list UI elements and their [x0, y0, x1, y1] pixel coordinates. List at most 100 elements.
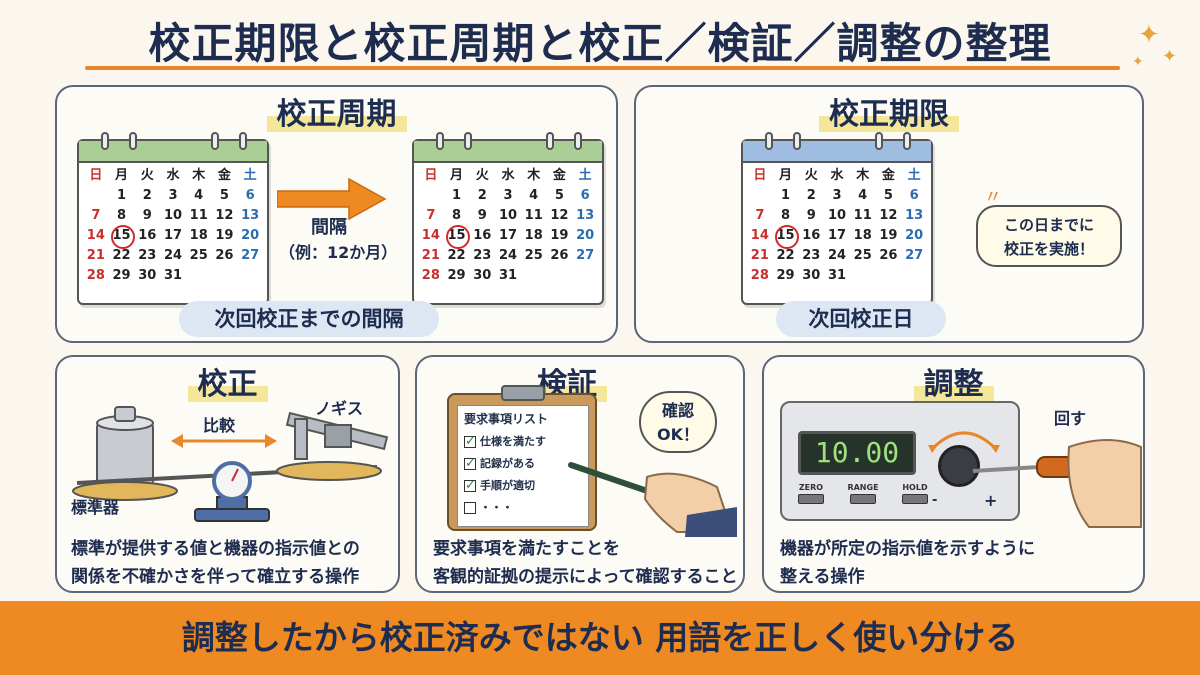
weekday-label: 月	[779, 168, 793, 183]
adjustment-title: 調整	[913, 367, 994, 402]
instrument-button-cap	[849, 494, 876, 504]
calendar-day: 7	[755, 208, 765, 223]
calendar-day: 16	[138, 228, 157, 243]
instrument-button-hold[interactable]: HOLD	[901, 483, 928, 504]
turn-label: 回す	[1054, 409, 1087, 428]
weekday-label: 水	[501, 168, 515, 183]
weekday-label: 火	[804, 168, 818, 183]
calendar-day: 25	[189, 248, 208, 263]
calendar-day: 28	[750, 268, 769, 283]
calendar-day: 10	[827, 208, 847, 223]
deadline-bubble-line1: この日までに	[1003, 216, 1094, 234]
footer-banner: 調整したから校正済みではない 用語を正しく使い分ける	[0, 601, 1200, 675]
calendar-day: 31	[498, 268, 518, 283]
instrument-button-zero[interactable]: ZERO	[798, 483, 824, 504]
instrument-button-label: HOLD	[902, 483, 928, 492]
exclaim-icon: 〃	[984, 187, 1002, 208]
calendar-day: 23	[802, 248, 821, 263]
page-title: 校正期限と校正周期と校正／検証／調整の整理	[148, 19, 1052, 68]
calendar-day: 29	[776, 268, 795, 283]
screwdriver-hand-icon	[972, 439, 1142, 528]
sparkle-icon: ✦	[1162, 46, 1178, 67]
weekday-label: 金	[881, 168, 895, 183]
calendar-day: 16	[473, 228, 492, 243]
calendar-day	[212, 266, 238, 286]
checkbox-checked-icon: ✓	[464, 478, 476, 493]
calendar-day: 1	[452, 188, 462, 203]
knob[interactable]	[938, 445, 980, 487]
calendar-day: 3	[168, 188, 178, 203]
instrument-button-cap	[901, 494, 928, 504]
calendar-day: 2	[806, 188, 816, 203]
instrument-buttons: ZERO RANGE HOLD	[798, 483, 928, 504]
verification-desc: 要求事項を満たすことを 客観的証拠の提示によって確認すること	[433, 539, 738, 587]
interval-label: 間隔	[311, 217, 347, 238]
verification-panel: 検証 要求事項リスト ✓仕様を満たす✓記録がある✓手順が適切・・・ 確認 OK！…	[415, 355, 745, 593]
checklist-item-label: 記録がある	[480, 457, 535, 470]
calendar-day	[901, 266, 927, 286]
weekday-label: 金	[217, 168, 231, 183]
calendar-day: 13	[241, 208, 260, 223]
calendar-day: 22	[112, 248, 131, 263]
weekday-label: 月	[115, 168, 129, 183]
calendar-day: 11	[524, 208, 543, 223]
calendar-day: 31	[827, 268, 847, 283]
calendar-day: 21	[421, 248, 440, 263]
calendar-day: 11	[189, 208, 208, 223]
calendar-day: 17	[498, 228, 518, 243]
standard-label: 標準器	[71, 498, 120, 517]
checkbox-icon	[464, 502, 476, 514]
ok-bubble-line2: OK！	[656, 425, 699, 444]
weekday-label: 火	[475, 168, 489, 183]
calibration-title: 校正	[187, 367, 268, 402]
calendar-day: 19	[879, 228, 898, 243]
weekday-label: 日	[424, 168, 438, 183]
calendar-day: 17	[827, 228, 847, 243]
calendar-day: 2	[477, 188, 487, 203]
calendar-day: 8	[781, 208, 791, 223]
clipboard: 要求事項リスト ✓仕様を満たす✓記録がある✓手順が適切・・・	[447, 385, 597, 531]
calendar-day: 30	[802, 268, 821, 283]
calendar-day: 23	[473, 248, 492, 263]
calendar-day: 12	[550, 208, 569, 223]
instrument-button-range[interactable]: RANGE	[847, 483, 879, 504]
calendar-day: 14	[86, 228, 105, 243]
weekday-label: 木	[856, 168, 870, 183]
calendar-day: 9	[142, 208, 152, 223]
calibration-desc: 標準が提供する値と機器の指示値との 関係を不確かさを伴って確立する操作	[71, 539, 360, 587]
weekday-label: 木	[527, 168, 541, 183]
calendar-day: 7	[426, 208, 436, 223]
calendar-day: 31	[163, 268, 183, 283]
checklist-item-label: 仕様を満たす	[480, 435, 546, 448]
calendar-day: 18	[524, 228, 543, 243]
calendar-day: 20	[905, 228, 924, 243]
calendar-day: 26	[215, 248, 234, 263]
calendar-day: 22	[776, 248, 795, 263]
calendar-day: 13	[905, 208, 924, 223]
calendar-day: 24	[163, 248, 183, 263]
deadline-bubble: この日までに 校正を実施！	[976, 205, 1122, 267]
calendar-day	[876, 266, 902, 286]
calendar-day	[237, 266, 263, 286]
checklist-item: ✓仕様を満たす	[464, 431, 588, 453]
interval-example: （例：12か月）	[279, 243, 398, 262]
calendar-day: 20	[576, 228, 595, 243]
caliper-label: ノギス	[315, 399, 364, 418]
weekday-label: 木	[192, 168, 206, 183]
calendar-day: 9	[806, 208, 816, 223]
rotate-arrow-icon	[928, 431, 1000, 453]
weekday-label: 土	[578, 168, 592, 183]
weekday-label: 月	[450, 168, 464, 183]
calendar-day: 12	[879, 208, 898, 223]
checklist-item: ✓手順が適切	[464, 475, 588, 497]
calendar-day: 5	[219, 188, 229, 203]
calendar-day: 15	[444, 225, 470, 249]
calendar-day: 1	[781, 188, 791, 203]
calendar-day: 5	[554, 188, 564, 203]
calendar-day: 7	[91, 208, 101, 223]
instrument-button-cap	[798, 494, 824, 504]
